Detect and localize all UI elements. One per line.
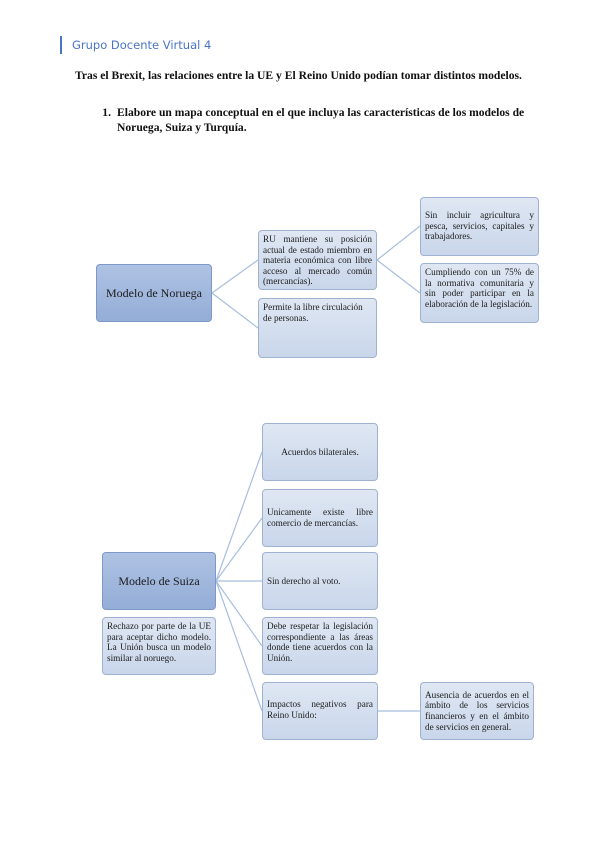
- connector-suiza-branch4: [215, 580, 263, 647]
- noruega-sub2-node: Cumpliendo con un 75% de la normativa co…: [420, 263, 539, 323]
- noruega-sub2-text: Cumpliendo con un 75% de la normativa co…: [425, 267, 534, 309]
- suiza-branch-text: Debe respetar la legislación correspondi…: [267, 621, 373, 663]
- suiza-root-node: Modelo de Suiza: [102, 552, 216, 610]
- connector-suiza-branch1: [215, 451, 263, 582]
- noruega-branch2-node: Permite la libre circulación de personas…: [258, 298, 377, 358]
- suiza-branch-node: Acuerdos bilaterales.: [262, 423, 378, 481]
- noruega-branch1-node: RU mantiene su posición actual de estado…: [258, 230, 377, 290]
- noruega-branch2-text: Permite la libre circulación de personas…: [263, 302, 363, 323]
- suiza-note-text: Rechazo por parte de la UE para aceptar …: [107, 621, 211, 663]
- suiza-branch-node: Sin derecho al voto.: [262, 552, 378, 610]
- suiza-branch-node: Unicamente existe libre comercio de merc…: [262, 489, 378, 547]
- noruega-sub1-text: Sin incluir agricultura y pesca, servici…: [425, 210, 534, 242]
- task-item: 1. Elabore un mapa conceptual en el que …: [75, 105, 527, 135]
- task-number: 1.: [102, 106, 111, 119]
- task-text: Elabore un mapa conceptual en el que inc…: [117, 106, 525, 134]
- connector-noruega-branch2: [211, 292, 259, 329]
- suiza-root-label: Modelo de Suiza: [118, 573, 200, 588]
- suiza-branch-text: Impactos negativos para Reino Unido:: [267, 699, 373, 720]
- suiza-branch-node: Debe respetar la legislación correspondi…: [262, 617, 378, 675]
- connector-noruega-sub1: [376, 225, 421, 261]
- suiza-impact-detail-node: Ausencia de acuerdos en el ámbito de los…: [420, 682, 534, 740]
- noruega-sub1-node: Sin incluir agricultura y pesca, servici…: [420, 197, 539, 256]
- noruega-root-node: Modelo de Noruega: [96, 264, 212, 322]
- connector-noruega-sub2: [376, 259, 421, 294]
- intro-paragraph: Tras el Brexit, las relaciones entre la …: [75, 69, 522, 82]
- page-header: Grupo Docente Virtual 4: [60, 36, 211, 54]
- noruega-root-label: Modelo de Noruega: [106, 285, 202, 300]
- connector-noruega-branch1: [211, 259, 259, 294]
- suiza-impact-detail-text: Ausencia de acuerdos en el ámbito de los…: [425, 689, 529, 732]
- suiza-note-node: Rechazo por parte de la UE para aceptar …: [102, 617, 216, 675]
- suiza-branch-node: Impactos negativos para Reino Unido:: [262, 682, 378, 740]
- noruega-branch1-text: RU mantiene su posición actual de estado…: [263, 234, 372, 287]
- connector-suiza-branch2: [215, 517, 263, 582]
- suiza-branch-text: Unicamente existe libre comercio de merc…: [267, 507, 373, 528]
- suiza-branch-text: Sin derecho al voto.: [267, 575, 341, 586]
- suiza-branch-text: Acuerdos bilaterales.: [281, 446, 359, 457]
- connector-suiza-branch5: [215, 580, 263, 712]
